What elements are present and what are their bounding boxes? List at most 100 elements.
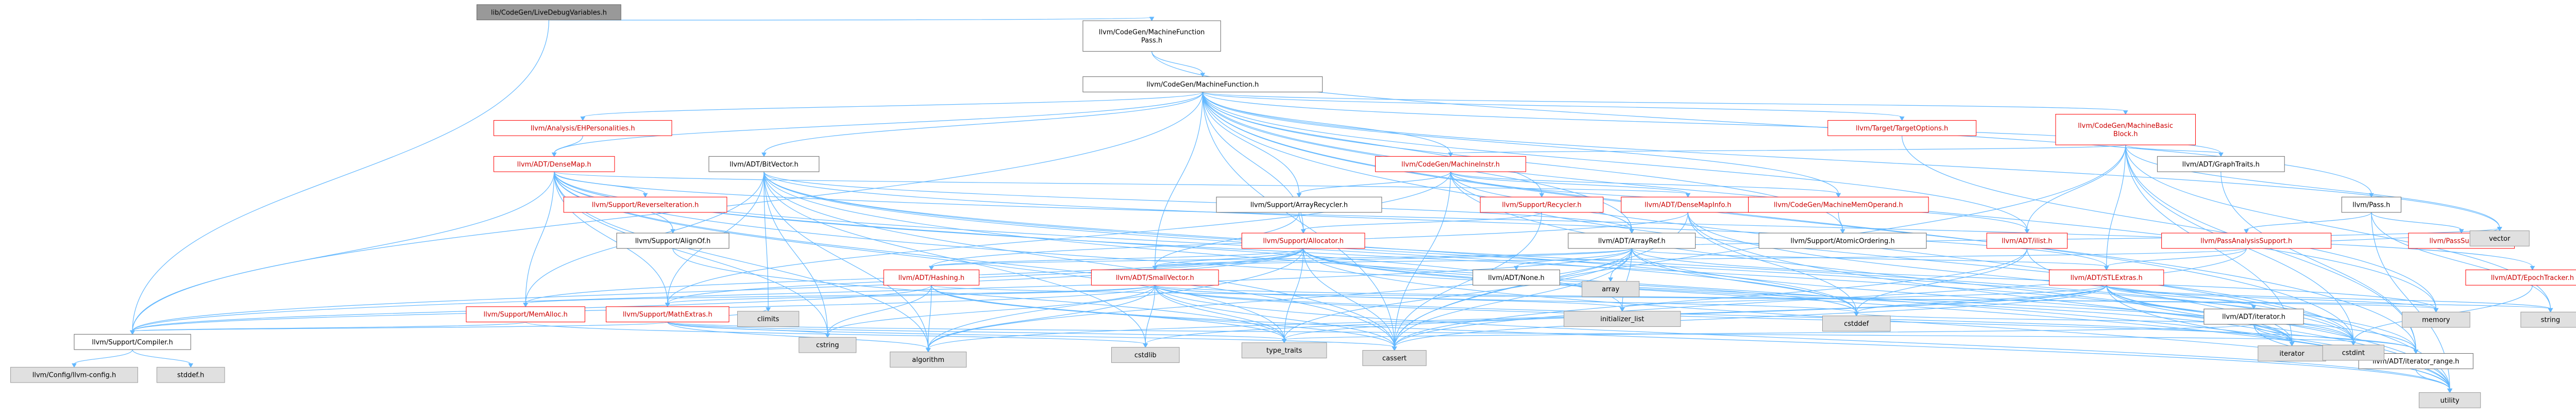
node-memory[interactable]: memory — [2401, 311, 2470, 328]
edge-mf-to-mbb — [1202, 91, 2128, 115]
node-alignof[interactable]: llvm/Support/AlignOf.h — [616, 233, 730, 249]
node-hashing[interactable]: llvm/ADT/Hashing.h — [883, 269, 979, 286]
node-label: cstddef — [1844, 320, 1869, 328]
node-label: llvm/Support/ArrayRecycler.h — [1250, 202, 1348, 209]
node-bitvector[interactable]: llvm/ADT/BitVector.h — [708, 156, 820, 172]
edge-smallvector-to-algorithm — [925, 285, 1156, 353]
node-climits[interactable]: climits — [737, 311, 800, 327]
node-cstring[interactable]: cstring — [799, 337, 857, 353]
edge-root-to-mfp — [549, 16, 1155, 22]
node-ehp[interactable]: llvm/Analysis/EHPersonalities.h — [493, 120, 672, 136]
node-label: llvm/ADT/iterator_range.h — [2372, 358, 2459, 366]
node-array[interactable]: array — [1582, 281, 1640, 297]
node-iterator[interactable]: llvm/ADT/iterator.h — [2204, 308, 2304, 325]
node-vector[interactable]: vector — [2469, 230, 2530, 246]
node-label: string — [2541, 317, 2560, 324]
node-cassert[interactable]: cassert — [1362, 350, 1427, 366]
node-none[interactable]: llvm/ADT/None.h — [1472, 269, 1560, 286]
node-label: llvm/CodeGen/MachineInstr.h — [1401, 161, 1500, 169]
node-graphtraits[interactable]: llvm/ADT/GraphTraits.h — [2157, 156, 2285, 172]
node-pass[interactable]: llvm/Pass.h — [2341, 196, 2401, 213]
edge-mbb-to-stlextras — [2104, 145, 2126, 271]
node-typetraits[interactable]: type_traits — [1241, 342, 1327, 358]
node-pas[interactable]: llvm/PassAnalysisSupport.h — [2161, 233, 2332, 249]
node-label: llvm/ADT/DenseMapInfo.h — [1645, 202, 1731, 209]
node-label: llvm/Support/MemAlloc.h — [484, 311, 568, 319]
node-cstddef[interactable]: cstddef — [1822, 316, 1891, 332]
node-label: cstdint — [2342, 350, 2365, 357]
edge-smallvector-to-mathextras — [665, 285, 1156, 307]
node-label: lib/CodeGen/LiveDebugVariables.h — [491, 9, 607, 16]
node-initlist[interactable]: initializer_list — [1564, 311, 1681, 327]
node-targetopts[interactable]: llvm/Target/TargetOptions.h — [1827, 120, 1977, 136]
edge-densemap-to-memalloc — [523, 172, 555, 307]
node-label: llvm/CodeGen/MachineBasic — [2078, 122, 2173, 130]
node-cstdint[interactable]: cstdint — [2322, 344, 2385, 361]
edge-arrayref-to-hashing — [928, 248, 1632, 271]
edge-stlextras-to-memory — [2106, 285, 2439, 313]
node-label: llvm/ADT/Hashing.h — [899, 274, 964, 282]
edge-densemap-to-densemapinfo — [554, 171, 1691, 198]
node-label: Block.h — [2113, 130, 2138, 138]
edge-ilist-to-cstddef — [1854, 248, 2028, 317]
edge-minstr-to-arrayrecycler — [1296, 171, 1451, 198]
node-memalloc[interactable]: llvm/Support/MemAlloc.h — [466, 306, 585, 323]
node-label: climits — [757, 316, 779, 323]
node-label: llvm/Support/MathExtras.h — [623, 311, 713, 319]
edge-mmo-to-atomicordering — [1838, 212, 1845, 234]
node-mathextras[interactable]: llvm/Support/MathExtras.h — [605, 306, 730, 323]
node-densemapinfo[interactable]: llvm/ADT/DenseMapInfo.h — [1621, 196, 1755, 213]
node-label: llvm/Pass.h — [2352, 202, 2390, 209]
node-allocator[interactable]: llvm/Support/Allocator.h — [1241, 233, 1365, 249]
edge-iterator-to-iterrange — [2253, 324, 2419, 354]
node-cstdlib[interactable]: cstdlib — [1111, 347, 1180, 363]
edge-arrayref-to-algorithm — [925, 248, 1632, 353]
edge-iterrange-to-utility — [2415, 369, 2452, 393]
edge-mf-to-ehp — [580, 91, 1203, 121]
node-revit[interactable]: llvm/Support/ReverseIteration.h — [563, 196, 727, 213]
node-densemap[interactable]: llvm/ADT/DenseMap.h — [493, 156, 615, 172]
node-label: llvm/ADT/GraphTraits.h — [2182, 161, 2260, 169]
node-label: llvm/ADT/iterator.h — [2222, 313, 2285, 321]
edge-mf-to-smallvector — [1152, 92, 1203, 271]
node-recycler[interactable]: llvm/Support/Recycler.h — [1480, 196, 1604, 213]
node-label: memory — [2422, 317, 2450, 324]
node-label: llvm/CodeGen/MachineMemOperand.h — [1774, 202, 1903, 209]
node-arrayref[interactable]: llvm/ADT/ArrayRef.h — [1568, 233, 1696, 249]
node-label: llvm/Support/Allocator.h — [1263, 237, 1344, 245]
edge-densemap-to-epoch — [554, 172, 2535, 271]
edge-recycler-to-allocator — [1300, 212, 1543, 234]
node-ilist[interactable]: llvm/ADT/ilist.h — [1986, 233, 2068, 249]
node-label: llvm/Support/Recycler.h — [1502, 202, 1581, 209]
node-label: llvm/ADT/ArrayRef.h — [1598, 237, 1666, 245]
edge-mathextras-to-typetraits — [667, 322, 1287, 343]
node-smallvector[interactable]: llvm/ADT/SmallVector.h — [1091, 269, 1219, 286]
node-label: utility — [2441, 397, 2460, 405]
node-stddef[interactable]: stddef.h — [156, 367, 225, 383]
node-compiler[interactable]: llvm/Support/Compiler.h — [74, 334, 191, 350]
node-config[interactable]: llvm/Config/llvm-config.h — [10, 367, 138, 383]
node-label: vector — [2489, 235, 2511, 243]
node-label: cassert — [1382, 355, 1406, 362]
edge-mbb-to-minstr — [1448, 144, 2126, 157]
node-epoch[interactable]: llvm/ADT/EpochTracker.h — [2465, 269, 2576, 286]
node-atomicordering[interactable]: llvm/Support/AtomicOrdering.h — [1758, 233, 1927, 249]
node-utility[interactable]: utility — [2418, 392, 2481, 408]
edge-arrayref-to-stlextras — [1631, 248, 2109, 271]
node-mmo[interactable]: llvm/CodeGen/MachineMemOperand.h — [1748, 196, 1929, 213]
node-iteratorh[interactable]: iterator — [2258, 345, 2326, 361]
node-algorithm[interactable]: algorithm — [890, 352, 967, 368]
edge-root-to-compiler — [130, 20, 549, 335]
edge-mbb-to-graphtraits — [2125, 144, 2224, 157]
node-label: llvm/CodeGen/MachineFunction — [1099, 28, 1205, 36]
node-root[interactable]: lib/CodeGen/LiveDebugVariables.h — [477, 4, 621, 21]
node-minstr[interactable]: llvm/CodeGen/MachineInstr.h — [1375, 156, 1527, 172]
node-arrayrecycler[interactable]: llvm/Support/ArrayRecycler.h — [1216, 196, 1382, 213]
edge-minstr-to-densemapinfo — [1450, 171, 1691, 198]
node-string[interactable]: string — [2520, 311, 2576, 328]
node-stlextras[interactable]: llvm/ADT/STLExtras.h — [2049, 269, 2164, 286]
edge-compiler-to-config — [72, 349, 133, 368]
node-mf[interactable]: llvm/CodeGen/MachineFunction.h — [1082, 76, 1323, 92]
